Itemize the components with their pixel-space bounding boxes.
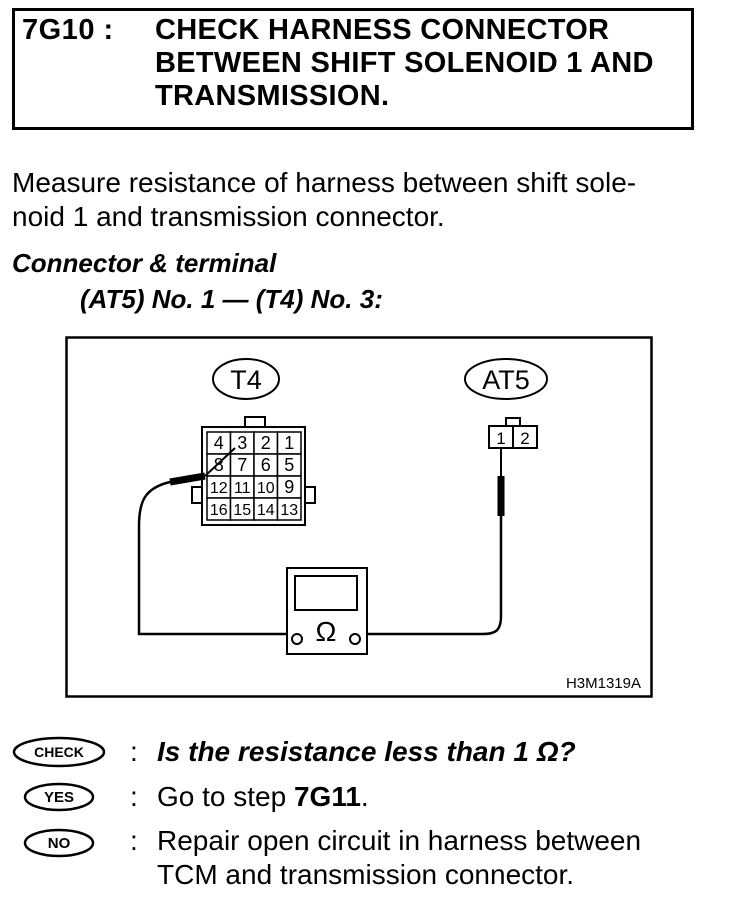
no-badge: NO bbox=[23, 828, 95, 858]
at5-connector: 1 2 bbox=[488, 417, 538, 449]
ohmmeter: Ω bbox=[286, 567, 368, 655]
t4-pin-15: 15 bbox=[233, 502, 251, 519]
step-title-line-2: BETWEEN SHIFT SOLENOID 1 AND bbox=[155, 47, 654, 79]
t4-pin-2: 2 bbox=[261, 433, 271, 453]
t4-pin-10: 10 bbox=[257, 480, 275, 497]
step-id: 7G10 : bbox=[22, 14, 114, 46]
step-title-line-3: TRANSMISSION. bbox=[155, 80, 390, 112]
connector-spec: (AT5) No. 1 — (T4) No. 3: bbox=[80, 284, 383, 314]
svg-text:NO: NO bbox=[48, 835, 71, 852]
t4-pin-16: 16 bbox=[210, 502, 228, 519]
yes-answer-prefix: Go to step bbox=[157, 781, 294, 812]
connector-heading: Connector & terminal bbox=[12, 248, 277, 278]
yes-answer: Go to step 7G11. bbox=[157, 780, 369, 814]
ohm-symbol: Ω bbox=[316, 616, 337, 647]
t4-pin-11: 11 bbox=[234, 480, 251, 497]
instruction-line-1: Measure resistance of harness between sh… bbox=[12, 167, 637, 198]
instruction-line-2: noid 1 and transmission connector. bbox=[12, 201, 445, 232]
t4-pin-12: 12 bbox=[210, 480, 228, 497]
t4-pin-13: 13 bbox=[280, 502, 298, 519]
step-title: CHECK HARNESS CONNECTOR BETWEEN SHIFT SO… bbox=[155, 14, 654, 113]
step-header-box bbox=[12, 8, 694, 130]
t4-label-ellipse bbox=[212, 358, 280, 400]
yes-answer-step-link[interactable]: 7G11 bbox=[293, 781, 361, 812]
t4-pin-3: 3 bbox=[237, 433, 247, 453]
t4-pin-5: 5 bbox=[284, 455, 294, 475]
at5-label-ellipse bbox=[464, 358, 548, 400]
check-badge: CHECK bbox=[12, 736, 106, 768]
t4-pin-1: 1 bbox=[284, 433, 294, 453]
t4-pin-4: 4 bbox=[214, 433, 224, 453]
svg-text:CHECK: CHECK bbox=[34, 744, 84, 760]
at5-label: AT5 bbox=[482, 365, 530, 395]
yes-badge: YES bbox=[23, 782, 95, 812]
no-answer: Repair open circuit in harness between T… bbox=[157, 824, 641, 892]
t4-pin-9: 9 bbox=[284, 477, 294, 497]
t4-pin-8: 8 bbox=[214, 455, 224, 475]
no-answer-line-1: Repair open circuit in harness between bbox=[157, 825, 642, 856]
yes-answer-suffix: . bbox=[360, 781, 369, 812]
probe-t4 bbox=[137, 447, 287, 636]
probe-at5 bbox=[355, 448, 505, 636]
no-answer-line-2: TCM and transmission connector. bbox=[157, 859, 575, 890]
t4-pin-6: 6 bbox=[261, 455, 271, 475]
t4-pin-14: 14 bbox=[257, 502, 275, 519]
no-colon: : bbox=[130, 825, 138, 856]
figure-code: H3M1319A bbox=[566, 675, 641, 692]
check-colon: : bbox=[130, 736, 138, 767]
t4-pin-cell bbox=[276, 497, 302, 521]
instruction-text: Measure resistance of harness between sh… bbox=[12, 166, 636, 234]
yes-colon: : bbox=[130, 781, 138, 812]
at5-pin-1: 1 bbox=[496, 429, 505, 448]
step-title-line-1: CHECK HARNESS CONNECTOR bbox=[155, 14, 610, 46]
t4-pin-7: 7 bbox=[237, 455, 247, 475]
svg-text:YES: YES bbox=[44, 789, 74, 806]
check-question: Is the resistance less than 1 Ω? bbox=[157, 736, 576, 767]
at5-pin-2: 2 bbox=[520, 429, 529, 448]
t4-label: T4 bbox=[230, 365, 262, 395]
